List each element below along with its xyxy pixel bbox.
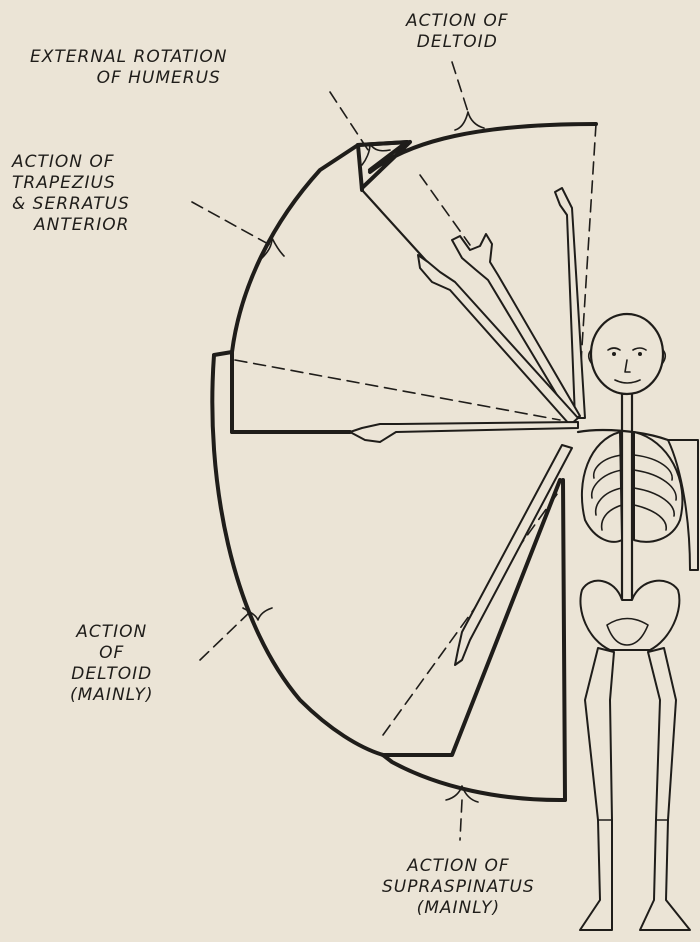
label-external-rotation-line-2: OF HUMERUS xyxy=(90,68,227,89)
label-deltoid-top-line-1: ACTION OF xyxy=(406,11,509,32)
leader-supraspinatus xyxy=(460,800,462,840)
arm-lower-diagonal xyxy=(455,445,572,665)
label-deltoid-mainly-line-3: DELTOID xyxy=(70,664,154,685)
dashed-radius-horizontal xyxy=(235,360,560,420)
skeleton-figure xyxy=(578,314,698,930)
pelvis xyxy=(580,581,679,650)
label-deltoid-mainly: ACTION OF DELTOID (MAINLY) xyxy=(70,622,154,706)
arm-upper-diagonal xyxy=(452,234,580,420)
leader-deltoid-mainly xyxy=(200,610,252,660)
leader-external-rotation xyxy=(330,92,368,150)
label-trapezius-line-3: & SERRATUS xyxy=(12,194,130,215)
movement-sectors xyxy=(212,124,596,800)
label-trapezius-line-2: TRAPEZIUS xyxy=(12,173,130,194)
label-deltoid-top: ACTION OF DELTOID xyxy=(406,11,509,53)
label-external-rotation-line-1: EXTERNAL ROTATION xyxy=(30,47,227,68)
leader-trapezius xyxy=(192,202,270,245)
label-deltoid-top-line-2: DELTOID xyxy=(406,32,509,53)
label-supraspinatus-line-2: SUPRASPINATUS xyxy=(382,877,535,898)
supraspinatus-edge xyxy=(563,480,565,800)
leader-lines xyxy=(192,62,468,840)
supraspinatus-arc xyxy=(383,755,565,800)
deltoid-mainly-arc xyxy=(212,352,383,755)
cusp-marks xyxy=(243,112,484,802)
trapezius-arc xyxy=(232,145,358,432)
diagonal-edge xyxy=(362,190,430,265)
left-leg xyxy=(580,648,614,930)
label-supraspinatus: ACTION OF SUPRASPINATUS (MAINLY) xyxy=(382,856,535,919)
leader-deltoid-top xyxy=(452,62,468,112)
arm-positions xyxy=(350,188,585,665)
label-trapezius-line-1: ACTION OF xyxy=(12,152,130,173)
label-supraspinatus-line-1: ACTION OF xyxy=(382,856,535,877)
label-deltoid-mainly-line-4: (MAINLY) xyxy=(70,685,154,706)
label-deltoid-mainly-line-1: ACTION xyxy=(70,622,154,643)
label-supraspinatus-line-3: (MAINLY) xyxy=(382,898,535,919)
label-trapezius: ACTION OF TRAPEZIUS & SERRATUS ANTERIOR xyxy=(12,152,130,236)
arm-horizontal xyxy=(350,422,578,442)
label-external-rotation: EXTERNAL ROTATION OF HUMERUS xyxy=(30,47,227,89)
deltoid-top-arc xyxy=(358,124,596,188)
dashed-radius-upper xyxy=(420,175,470,245)
skull xyxy=(591,314,663,394)
label-trapezius-line-4: ANTERIOR xyxy=(34,215,130,236)
label-deltoid-mainly-line-2: OF xyxy=(70,643,154,664)
right-leg xyxy=(640,648,690,930)
